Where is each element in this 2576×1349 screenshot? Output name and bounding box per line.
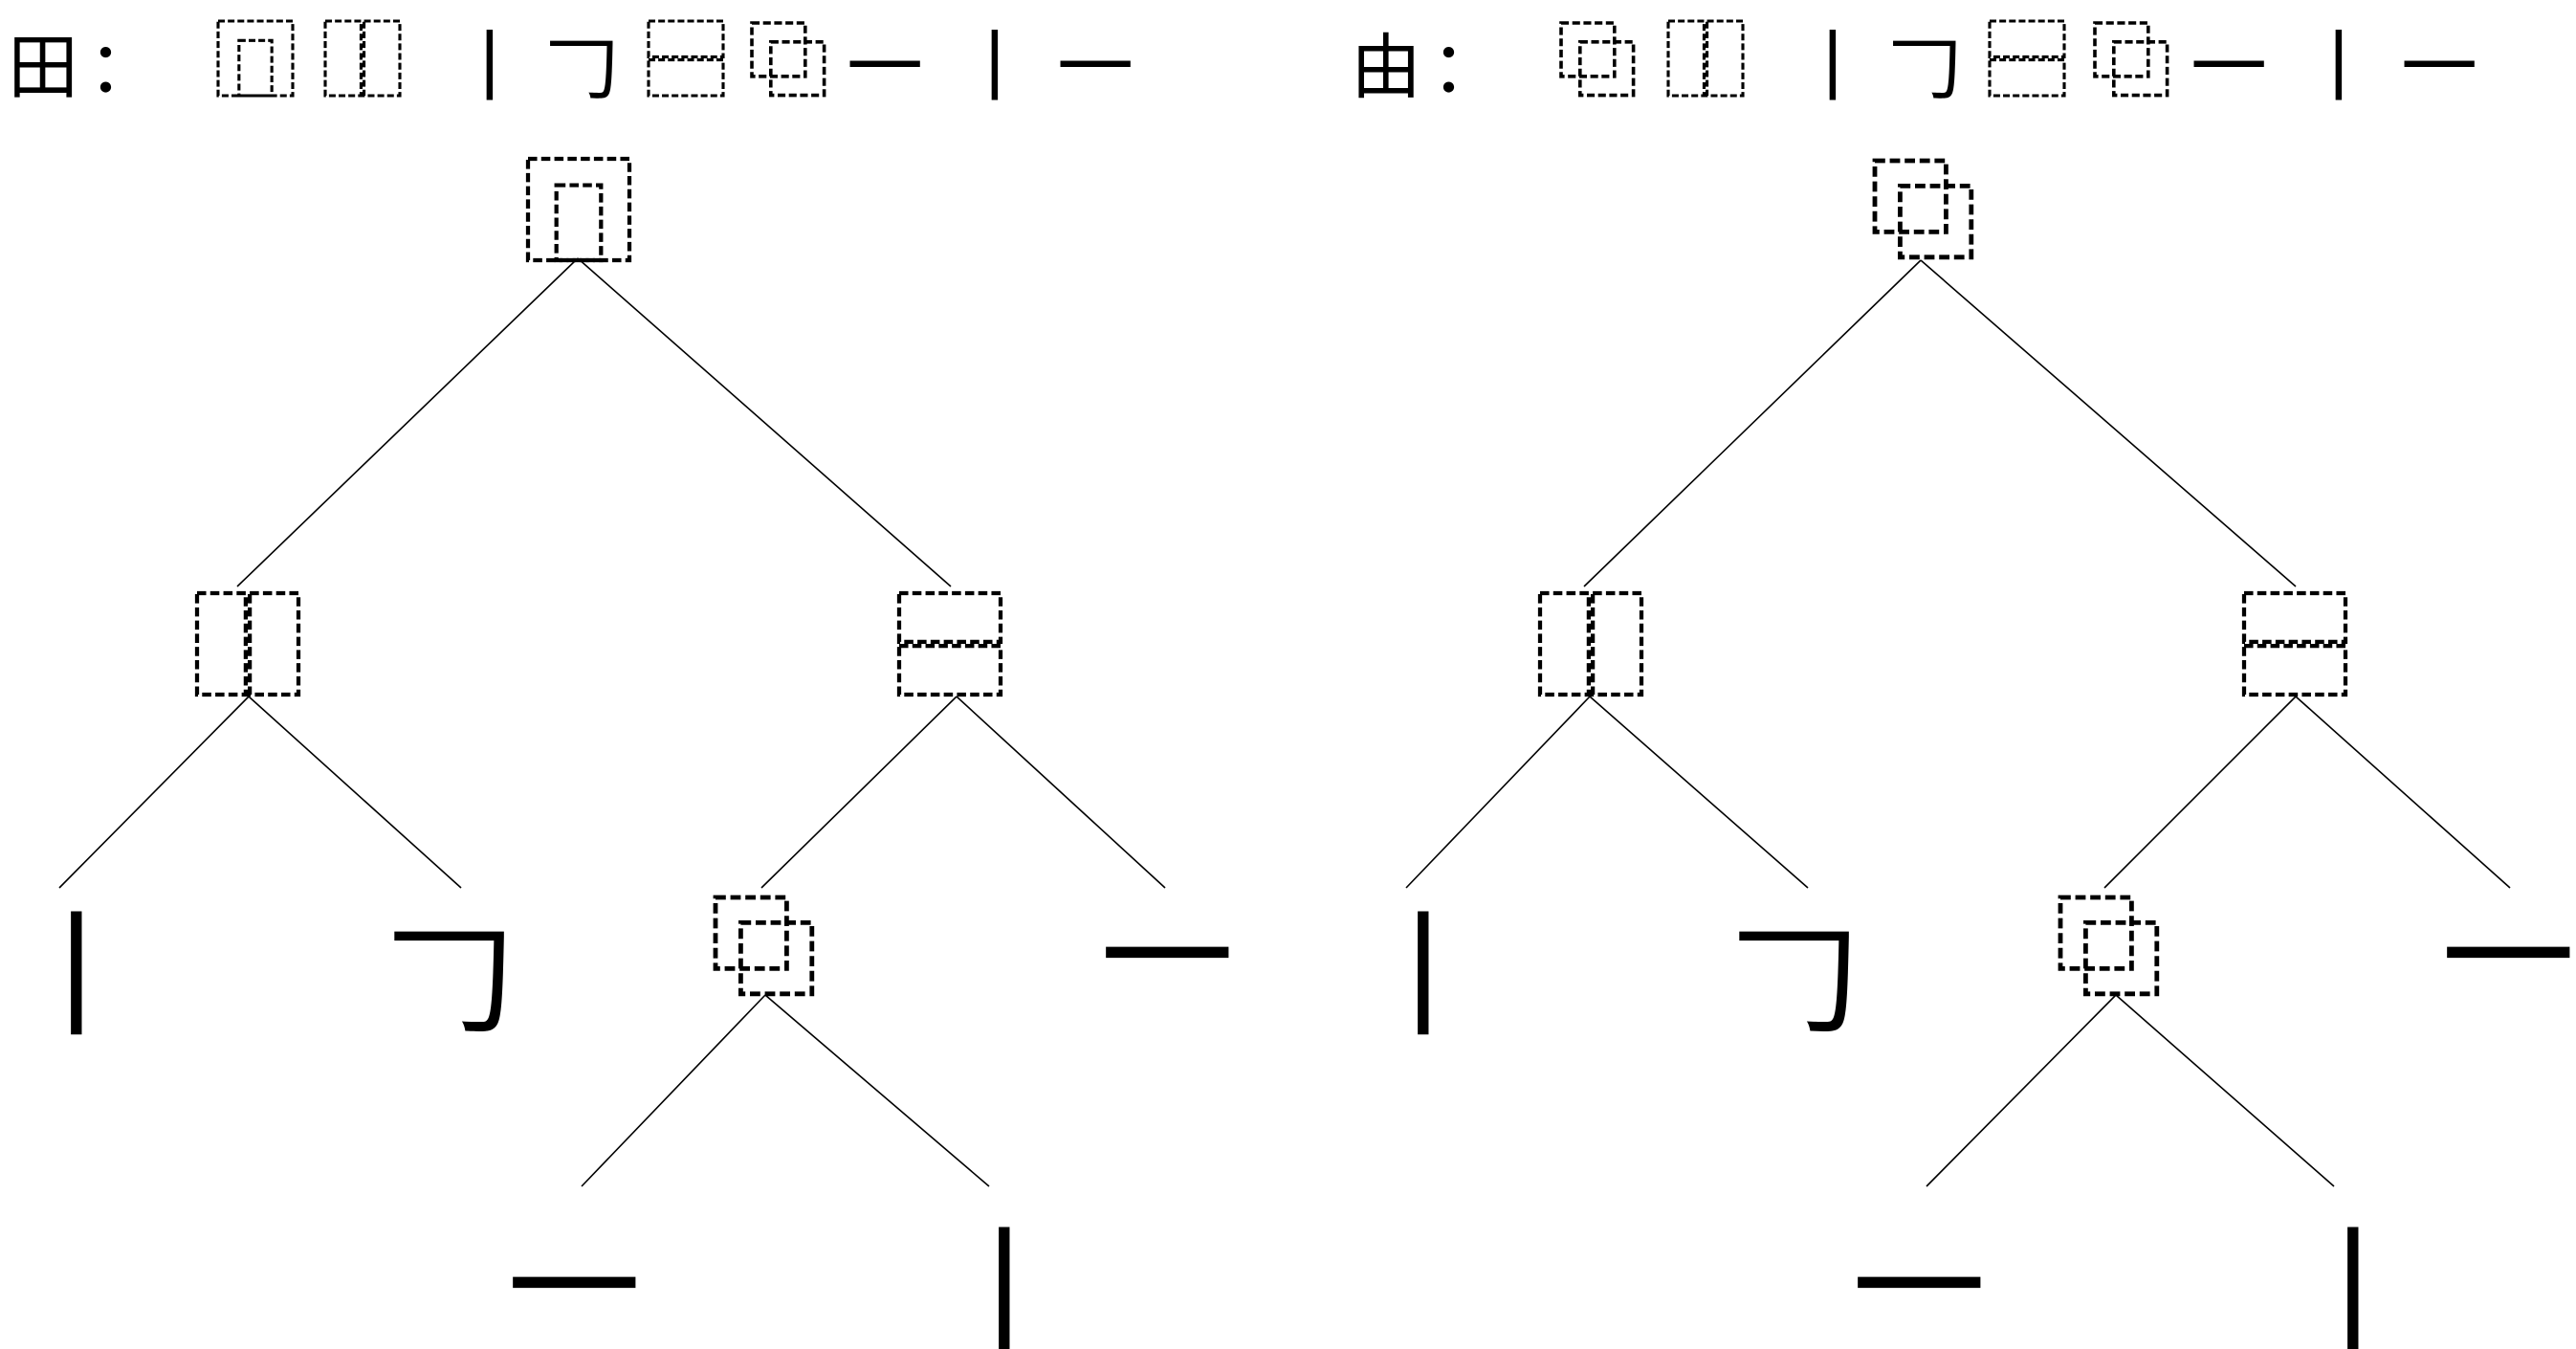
- leaf-stroke-shu: 丨: [10, 900, 143, 1056]
- leaf-stroke-heng: 一: [1100, 881, 1234, 1037]
- header-overlap-structure-icon-2: [2093, 21, 2169, 98]
- leaf-stroke-shu-bottom: 丨: [2286, 1216, 2420, 1349]
- tree-edges-you: [1405, 259, 2511, 1187]
- node-left-right-structure-icon: [1540, 593, 1641, 695]
- header-stroke-heng-2: 一: [2401, 23, 2477, 112]
- header-overlap-structure-icon: [1559, 21, 1636, 98]
- header-row-tian: 田 ： 丨 𠃌 一 丨 一: [8, 19, 1134, 112]
- header-top-bottom-structure-icon: [1988, 19, 2066, 98]
- header-surround-structure-icon: [216, 19, 295, 98]
- node-top-bottom-structure-icon: [2244, 593, 2345, 695]
- leaf-stroke-shu: 丨: [1356, 900, 1490, 1056]
- node-top-bottom-structure-icon: [899, 593, 1001, 695]
- header-stroke-shu-2: 丨: [957, 23, 1033, 112]
- panel-you: 由 ： 丨 𠃌 一 丨 一 丨 𠃌: [1351, 19, 2575, 1349]
- header-character: 田: [8, 27, 78, 109]
- header-character: 由: [1351, 27, 1421, 109]
- header-stroke-heng-1: 一: [2191, 23, 2267, 112]
- panel-tian: 田 ： 丨 𠃌 一 丨 一 丨 𠃌: [8, 19, 1234, 1349]
- node-root-surround-structure-icon: [528, 159, 629, 260]
- header-row-you: 由 ： 丨 𠃌 一 丨 一: [1351, 19, 2477, 112]
- header-stroke-hengzhe: 𠃌: [543, 23, 620, 112]
- header-stroke-shu-2: 丨: [2301, 23, 2377, 112]
- leaf-stroke-hengzhe: 𠃌: [383, 900, 517, 1056]
- header-stroke-shu: 丨: [1794, 23, 1871, 112]
- tree-edges-tian: [58, 257, 1166, 1187]
- header-left-right-structure-icon: [1666, 19, 1745, 98]
- header-top-bottom-structure-icon: [647, 19, 725, 98]
- header-stroke-heng-1: 一: [847, 23, 923, 112]
- header-stroke-hengzhe: 𠃌: [1886, 23, 1963, 112]
- header-overlap-structure-icon: [750, 21, 826, 98]
- leaf-stroke-shu-bottom: 丨: [937, 1216, 1071, 1349]
- leaf-stroke-heng: 一: [2441, 881, 2575, 1037]
- node-root-overlap-structure-icon: [1875, 161, 1971, 257]
- header-stroke-heng-2: 一: [1057, 23, 1134, 112]
- leaf-stroke-heng-bottom: 一: [507, 1211, 641, 1349]
- node-overlap-structure-icon: [2060, 897, 2157, 994]
- header-separator: ：: [88, 27, 159, 109]
- node-left-right-structure-icon: [197, 593, 298, 695]
- header-left-right-structure-icon: [323, 19, 402, 98]
- leaf-stroke-heng-bottom: 一: [1852, 1211, 1986, 1349]
- header-stroke-shu: 丨: [451, 23, 528, 112]
- leaf-stroke-hengzhe: 𠃌: [1728, 900, 1861, 1056]
- node-overlap-structure-icon: [716, 897, 812, 994]
- header-separator: ：: [1431, 27, 1502, 109]
